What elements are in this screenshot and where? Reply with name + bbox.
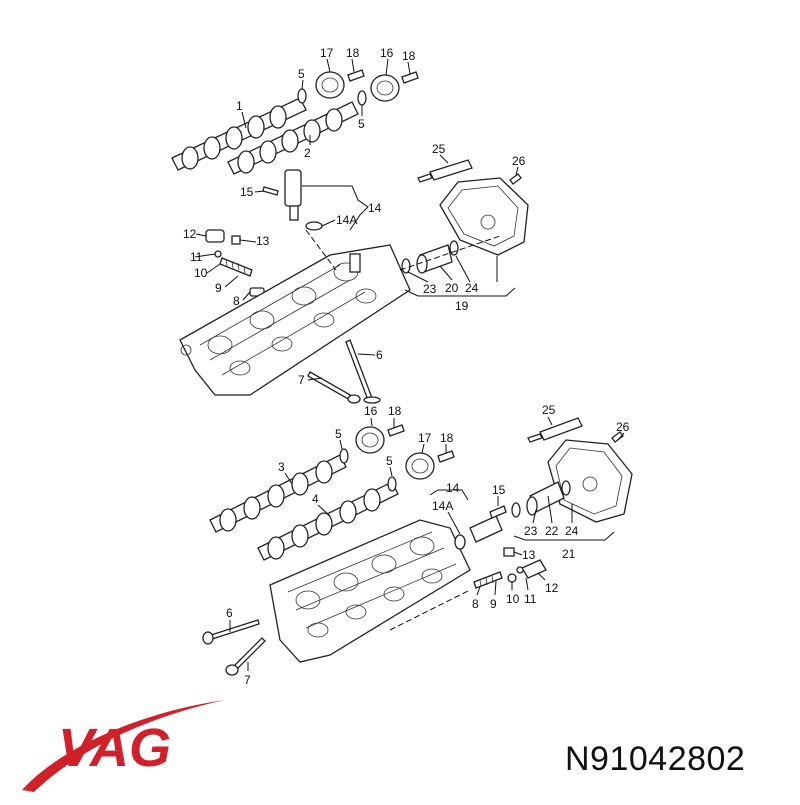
label-6-upper: 6 [376,348,383,362]
vag-logo: VAG [22,700,225,792]
label-5-upper-a: 5 [298,67,305,81]
label-18-lower-a: 18 [388,404,402,418]
label-12-upper: 12 [183,227,197,241]
logo-text: VAG [58,718,171,778]
camshaft-adjuster-16-lower [355,426,385,454]
label-12-lower: 12 [545,581,559,595]
camshaft-2 [227,101,359,175]
label-1: 1 [236,99,243,113]
bolts-18-upper [347,69,419,84]
label-3: 3 [278,460,285,474]
camshaft-adjuster-17-lower [405,452,435,480]
camshaft-3 [209,454,347,533]
label-2: 2 [304,146,311,160]
bolt-26-lower [611,431,624,443]
solenoid-valve-14-upper [262,169,323,231]
label-5-lower-b: 5 [386,454,393,468]
label-23-upper: 23 [423,282,437,296]
bolt-26-upper [509,173,522,185]
label-15-lower: 15 [492,483,506,497]
label-8-upper: 8 [233,294,240,308]
logo-swoosh [22,700,225,792]
label-8-lower: 8 [472,597,479,611]
label-22-lower: 22 [545,524,559,538]
label-17-upper: 17 [320,46,334,60]
label-25-lower: 25 [542,403,556,417]
label-16-lower: 16 [364,404,378,418]
label-11-upper: 11 [190,250,203,264]
cylinder-head-lower [269,519,471,663]
cylinder-head-upper [179,244,411,396]
label-20-upper: 20 [445,281,459,295]
label-26-upper: 26 [512,154,526,168]
bolts-18-lower [387,424,455,463]
label-19: 19 [455,299,469,313]
camshaft-adjuster-17-upper [315,71,345,99]
label-7-upper: 7 [298,373,305,387]
label-10-lower: 10 [506,592,520,606]
label-6-lower: 6 [226,606,233,620]
label-4: 4 [312,492,319,506]
label-5-upper-b: 5 [358,117,365,131]
seal-parts-upper [401,240,459,274]
label-17-lower: 17 [418,431,432,445]
label-24-lower: 24 [565,524,579,538]
lower-labels: 25 26 16 18 5 17 18 3 5 14 15 14A 4 23 2… [226,403,630,687]
label-14-lower: 14 [446,481,460,495]
label-14a-lower: 14A [432,499,453,513]
valves-lower [202,619,266,676]
label-14a-upper: 14A [336,213,357,227]
timing-cover-24-lower [547,439,633,523]
sealant-tube-25-lower [527,417,583,443]
label-16-upper: 16 [380,46,394,60]
sealant-tube-25-upper [417,159,473,183]
label-5-lower-a: 5 [335,427,342,441]
upper-labels: 17 18 16 18 5 1 5 2 25 26 15 14 14A 12 1… [183,46,526,387]
hydraulic-parts-lower [473,547,547,589]
solenoid-valve-14-lower [454,505,507,550]
label-9-upper: 9 [215,281,222,295]
label-18-upper-b: 18 [402,49,416,63]
label-25-upper: 25 [432,142,446,156]
label-11-lower: 11 [524,592,537,606]
camshaft-1 [171,97,307,171]
label-26-lower: 26 [616,420,630,434]
label-13-lower: 13 [522,548,536,562]
label-24-upper: 24 [465,281,479,295]
seal-parts-lower [511,480,571,518]
part-number: N91042802 [565,740,746,778]
label-14-upper: 14 [368,201,382,215]
label-18-lower-b: 18 [440,431,454,445]
timing-cover-24-upper [439,177,529,256]
valves-upper [307,339,381,404]
o-rings-5-lower [339,448,397,492]
camshaft-adjuster-16-upper [370,74,400,102]
label-10-upper: 10 [194,266,208,280]
label-15-upper: 15 [240,185,254,199]
label-21: 21 [562,547,576,561]
label-13-upper: 13 [256,234,270,248]
label-18-upper-a: 18 [346,46,360,60]
label-23-lower: 23 [524,524,538,538]
leader-lines [194,58,625,671]
label-7-lower: 7 [244,673,251,687]
camshaft-4 [257,481,399,561]
label-9-lower: 9 [490,597,497,611]
